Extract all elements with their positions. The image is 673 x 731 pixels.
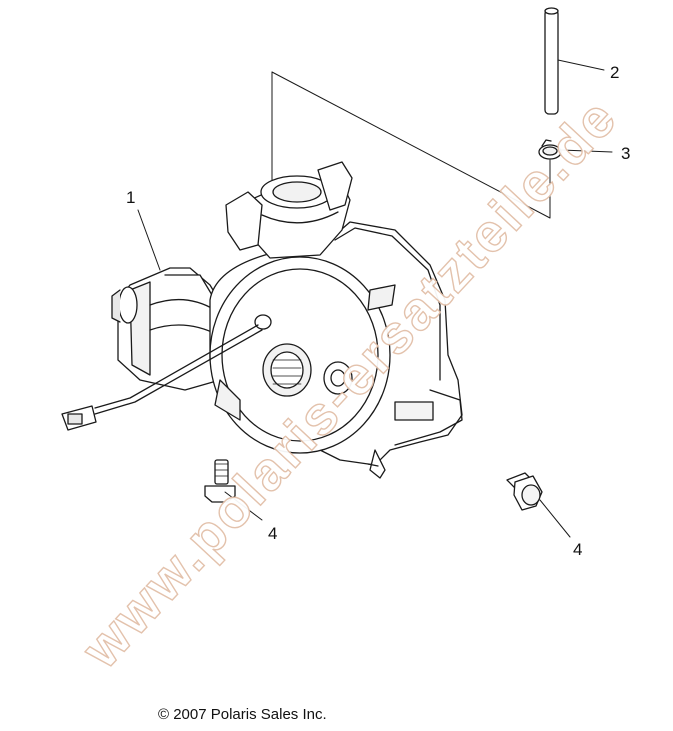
callout-3: 3 <box>621 144 631 163</box>
leader-lines <box>137 59 613 538</box>
bolt-right <box>506 472 543 511</box>
bolt-left <box>204 459 236 503</box>
callout-4-left: 4 <box>268 524 278 543</box>
filler-cap <box>225 161 353 259</box>
callout-1: 1 <box>126 188 136 207</box>
shift-motor <box>111 267 231 391</box>
callout-2: 2 <box>610 63 620 82</box>
hose-clamp <box>538 139 562 160</box>
sensor-harness <box>61 324 263 431</box>
copyright-notice: © 2007 Polaris Sales Inc. <box>158 706 327 723</box>
cover-disc <box>209 256 396 454</box>
reference-frame <box>271 71 551 219</box>
callout-4-right: 4 <box>573 540 583 559</box>
vent-tube <box>544 7 559 115</box>
